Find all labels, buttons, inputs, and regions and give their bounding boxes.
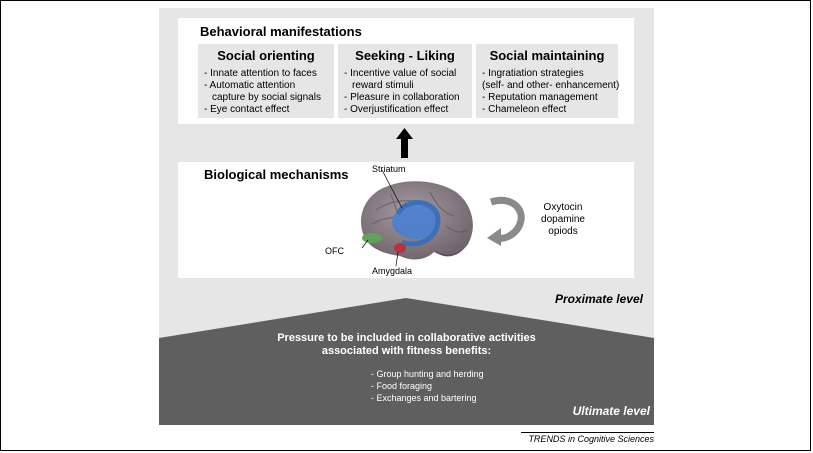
list-item: - Food foraging: [371, 381, 433, 391]
proximate-level-label: Proximate level: [554, 292, 643, 306]
column-heading: Seeking - Liking: [355, 48, 455, 63]
chemical-item: opiods: [548, 226, 578, 237]
seeking-liking-column: Seeking - Liking - Incentive value of so…: [338, 44, 472, 118]
column-list: - Ingratiation strategies (self- and oth…: [482, 68, 620, 116]
neurochemicals-list: Oxytocin dopamine opiods: [523, 202, 603, 238]
upward-arrow-icon: [396, 128, 413, 158]
list-item: - Innate attention to faces: [204, 68, 317, 79]
pressure-line-2: associated with fitness benefits:: [321, 345, 492, 357]
list-item: - Ingratiation strategies: [482, 68, 584, 79]
ultimate-level-label: Ultimate level: [572, 404, 650, 418]
biological-mechanisms-title: Biological mechanisms: [204, 167, 349, 182]
cerebellum-shape: [434, 246, 466, 257]
list-item: - Overjustification effect: [344, 104, 449, 115]
ultimate-level-panel: [159, 298, 654, 425]
list-item: (self- and other- enhancement): [482, 80, 620, 91]
ofc-label: OFC: [325, 246, 344, 256]
column-heading: Social maintaining: [489, 48, 605, 63]
list-item: capture by social signals: [212, 92, 321, 103]
striatum-label: Striatum: [372, 164, 406, 174]
list-item: - Chameleon effect: [482, 104, 567, 115]
activities-list: - Group hunting and herding - Food forag…: [371, 368, 484, 404]
pressure-heading: Pressure to be included in collaborative…: [159, 332, 654, 358]
social-orienting-column: Social orienting - Innate attention to f…: [198, 44, 334, 118]
list-item: reward stimuli: [352, 80, 414, 91]
column-heading: Social orienting: [217, 48, 315, 63]
chemical-item: Oxytocin: [543, 202, 583, 213]
social-maintaining-column: Social maintaining - Ingratiation strate…: [476, 44, 620, 118]
list-item: - Incentive value of social: [344, 68, 457, 79]
chemical-item: dopamine: [541, 214, 585, 225]
behavioral-manifestations-title: Behavioral manifestations: [200, 24, 362, 39]
striatum-shape: [392, 205, 440, 239]
list-item: - Automatic attention: [204, 80, 296, 91]
list-item: - Pleasure in collaboration: [344, 92, 460, 103]
list-item: - Eye contact effect: [204, 104, 290, 115]
cycle-arrow-icon: [487, 197, 525, 246]
brain-illustration: [361, 170, 473, 267]
amygdala-label: Amygdala: [372, 266, 413, 276]
pressure-line-1: Pressure to be included in collaborative…: [277, 332, 536, 344]
list-item: - Reputation management: [482, 92, 598, 103]
list-item: - Exchanges and bartering: [371, 393, 477, 403]
striatum-tail: [395, 200, 441, 247]
column-list: - Incentive value of social reward stimu…: [344, 68, 466, 116]
amygdala-shape: [394, 243, 406, 253]
column-list: - Innate attention to faces - Automatic …: [204, 68, 328, 116]
source-label: TRENDS in Cognitive Sciences: [528, 434, 654, 444]
list-item: - Group hunting and herding: [371, 369, 484, 379]
source-divider: [521, 432, 654, 433]
ofc-shape: [362, 233, 382, 243]
